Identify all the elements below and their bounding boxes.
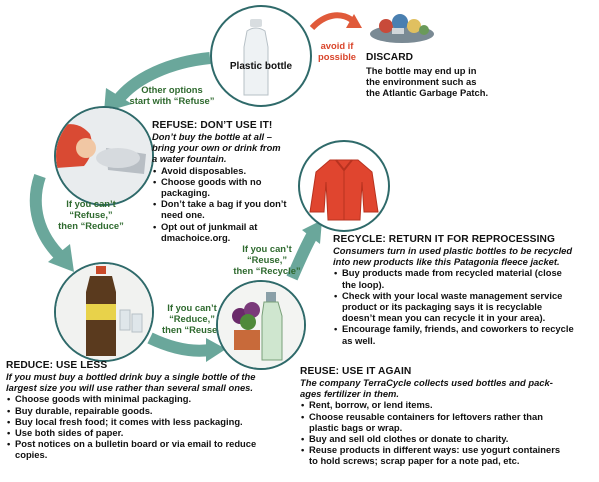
refuse-list-item: Avoid disposables.	[153, 165, 312, 176]
refuse-title: REFUSE: DON’T USE IT!	[152, 120, 273, 131]
refuse-intro-line: a water fountain.	[152, 153, 227, 165]
hint-line: then “Reduce”	[58, 220, 124, 231]
reuse-section: REUSE: USE IT AGAIN The company TerraCyc…	[300, 366, 595, 467]
water-fountain-circle	[54, 106, 154, 206]
discard-warning-line: avoid if	[320, 40, 354, 51]
refuse-section: REFUSE: DON’T USE IT! Don’t buy the bott…	[152, 120, 312, 243]
fleece-jacket-icon	[309, 159, 379, 221]
reuse-title: REUSE: USE IT AGAIN	[300, 366, 412, 377]
recycle-intro-line: Consumers turn in used plastic bottles t…	[333, 245, 573, 256]
hint-line: If you can’t	[66, 198, 116, 209]
refuse-intro-line: bring your own or drink from	[152, 142, 281, 154]
refuse-intro-line: Don’t buy the bottle at all –	[152, 131, 272, 142]
center-label: Plastic bottle	[229, 61, 293, 72]
reduce-list-item: Buy durable, repairable goods.	[7, 405, 296, 416]
large-bottle-icon	[56, 264, 152, 360]
hint-line: “Refuse,”	[69, 209, 113, 220]
discard-text-line: the environment such as	[366, 76, 477, 88]
reduce-title: REDUCE: USE LESS	[6, 360, 108, 371]
reduce-list: Choose goods with minimal packaging. Buy…	[6, 393, 296, 460]
refuse-hint-line: Other options	[141, 84, 203, 95]
reduce-intro-line: If you must buy a bottled drink buy a si…	[6, 371, 256, 382]
discard-title: DISCARD	[366, 52, 414, 63]
reuse-list-item: Buy and sell old clothes or donate to ch…	[301, 433, 595, 444]
recycle-section: RECYCLE: RETURN IT FOR REPROCESSING Cons…	[333, 234, 595, 346]
refuse-list: Avoid disposables. Choose goods with nop…	[152, 165, 312, 243]
recycle-list-item: Encourage family, friends, and coworkers…	[334, 323, 595, 345]
discard-text-line: The bottle may end up in	[366, 65, 477, 76]
garbage-pile-icon	[370, 14, 434, 43]
hint-line: “Reduce,”	[169, 313, 215, 324]
hint-line: then “Reuse”	[162, 324, 222, 335]
reuse-intro-line: The company TerraCycle collects used bot…	[300, 377, 553, 388]
reuse-to-recycle-hint: If you can’t “Reuse,” then “Recycle”	[222, 243, 312, 276]
reduce-list-item: Post notices on a bulletin board or via …	[7, 438, 296, 460]
reduce-intro: If you must buy a bottled drink buy a si…	[6, 371, 296, 393]
reduce-list-item: Buy local fresh food; it comes with less…	[7, 416, 296, 427]
fertilizer-plant-circle	[216, 280, 306, 370]
fertilizer-plant-icon	[218, 282, 304, 368]
hint-line: “Reuse,”	[246, 254, 288, 265]
hint-line: If you can’t	[242, 243, 292, 254]
reduce-list-item: Use both sides of paper.	[7, 427, 296, 438]
reuse-intro: The company TerraCycle collects used bot…	[300, 377, 595, 399]
reduce-list-item: Choose goods with minimal packaging.	[7, 393, 296, 404]
plastic-bottle-circle: Plastic bottle	[210, 5, 312, 107]
refuse-to-reduce-hint: If you can’t “Refuse,” then “Reduce”	[46, 198, 136, 231]
hint-line: then “Recycle”	[233, 265, 301, 276]
reduce-to-reuse-hint: If you can’t “Reduce,” then “Reuse”	[152, 302, 232, 335]
reuse-list-item: Reuse products in different ways: use yo…	[301, 444, 595, 466]
reuse-intro-line: ages fertilizer in them.	[300, 388, 399, 400]
refuse-hint: Other options start with “Refuse”	[112, 84, 232, 106]
recycle-list-item: Buy products made from recycled material…	[334, 267, 595, 289]
reduce-intro-line: largest size you will use rather than se…	[6, 382, 253, 394]
water-fountain-icon	[56, 108, 152, 204]
discard-warning: avoid if possible	[310, 40, 364, 62]
recycle-list-item: Check with your local waste management s…	[334, 290, 595, 324]
recycle-intro-line: into new products like this Patagonia fl…	[333, 256, 560, 268]
reduce-section: REDUCE: USE LESS If you must buy a bottl…	[6, 360, 296, 461]
recycle-list: Buy products made from recycled material…	[333, 267, 595, 345]
refuse-intro: Don’t buy the bottle at all – bring your…	[152, 131, 312, 165]
recycle-title: RECYCLE: RETURN IT FOR REPROCESSING	[333, 234, 555, 245]
recycle-intro: Consumers turn in used plastic bottles t…	[333, 245, 595, 267]
large-bottle-circle	[54, 262, 154, 362]
reuse-list: Rent, borrow, or lend items. Choose reus…	[300, 399, 595, 466]
reuse-list-item: Choose reusable containers for leftovers…	[301, 411, 595, 433]
hint-line: If you can’t	[167, 302, 217, 313]
refuse-hint-line: start with “Refuse”	[129, 95, 215, 106]
reuse-list-item: Rent, borrow, or lend items.	[301, 399, 595, 410]
discard-warning-line: possible	[317, 51, 357, 62]
discard-text: The bottle may end up in the environment…	[366, 65, 488, 99]
plastic-bottle-icon	[243, 19, 269, 96]
discard-text-line: the Atlantic Garbage Patch.	[366, 87, 489, 99]
fleece-jacket-circle	[298, 140, 390, 232]
